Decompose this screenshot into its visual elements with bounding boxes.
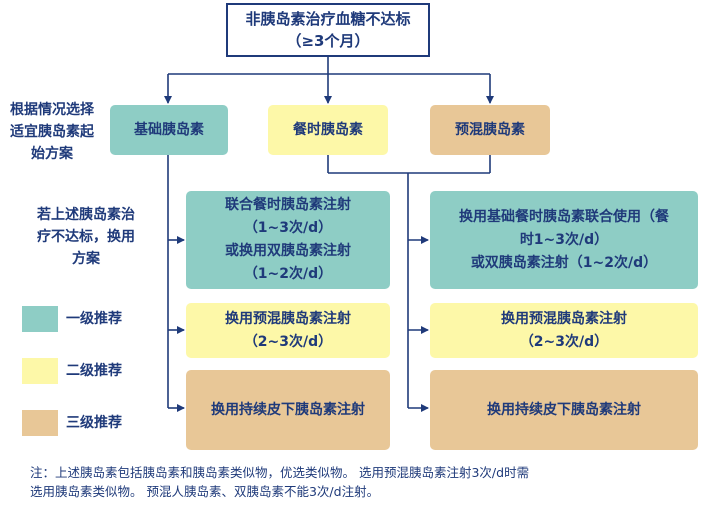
right-option-level1-line1: 换用基础餐时胰岛素联合使用（餐: [459, 208, 669, 225]
left-option-level1-line2: （1~3次/d）: [243, 220, 333, 236]
option-prandial-label: 餐时胰岛素: [293, 121, 363, 138]
legend-label-level1: 一级推荐: [66, 311, 122, 327]
note-choose-start-line1: 根据情况选择: [10, 102, 94, 118]
note-choose-start-line2: 适宜胰岛素起: [10, 124, 94, 140]
right-option-level3-line1: 换用持续皮下胰岛素注射: [487, 401, 641, 418]
option-basal-label: 基础胰岛素: [134, 121, 204, 138]
legend-swatch-level1: [22, 306, 58, 332]
note-switch-line1: 若上述胰岛素治: [37, 207, 135, 223]
left-option-level3: 换用持续皮下胰岛素注射: [186, 370, 390, 450]
legend-swatch-level2: [22, 358, 58, 384]
start-condition-line2: （≥3个月）: [286, 32, 370, 50]
option-basal: 基础胰岛素: [110, 105, 228, 155]
left-option-level1-line3: 或换用双胰岛素注射: [225, 243, 351, 259]
right-option-level3: 换用持续皮下胰岛素注射: [430, 370, 698, 450]
left-option-level1-line1: 联合餐时胰岛素注射: [225, 197, 351, 213]
footnote-line1: 注：上述胰岛素包括胰岛素和胰岛素类似物，优选类似物。 选用预混胰岛素注射3次/d…: [30, 465, 530, 480]
option-premixed: 预混胰岛素: [430, 105, 550, 155]
note-choose-start: 根据情况选择 适宜胰岛素起 始方案: [2, 99, 102, 165]
start-condition-box: 非胰岛素治疗血糖不达标 （≥3个月）: [226, 3, 430, 57]
left-option-level2-line2: （2~3次/d）: [243, 333, 333, 350]
right-option-level1-line2: 时1~3次/d）: [519, 231, 609, 248]
note-switch-regimen: 若上述胰岛素治 疗不达标，换用 方案: [22, 204, 150, 270]
left-option-level2-line1: 换用预混胰岛素注射: [225, 310, 351, 327]
legend-label-level2: 二级推荐: [66, 363, 122, 379]
left-option-level3-line1: 换用持续皮下胰岛素注射: [211, 401, 365, 418]
footnote-line2: 选用胰岛素类似物。 预混人胰岛素、双胰岛素不能3次/d注射。: [30, 484, 380, 499]
right-option-level2-line2: （2~3次/d）: [519, 333, 609, 350]
note-switch-line2: 疗不达标，换用: [37, 229, 135, 245]
left-option-level1-line4: （1~2次/d）: [243, 266, 333, 282]
right-option-level2: 换用预混胰岛素注射 （2~3次/d）: [430, 303, 698, 358]
left-option-level2: 换用预混胰岛素注射 （2~3次/d）: [186, 303, 390, 358]
left-option-level1: 联合餐时胰岛素注射 （1~3次/d） 或换用双胰岛素注射 （1~2次/d）: [186, 191, 390, 289]
right-option-level1: 换用基础餐时胰岛素联合使用（餐 时1~3次/d） 或双胰岛素注射（1~2次/d）: [430, 191, 698, 289]
footnote: 注：上述胰岛素包括胰岛素和胰岛素类似物，优选类似物。 选用预混胰岛素注射3次/d…: [30, 463, 690, 501]
option-prandial: 餐时胰岛素: [268, 105, 388, 155]
right-option-level2-line1: 换用预混胰岛素注射: [501, 310, 627, 327]
legend-label-level3: 三级推荐: [66, 415, 122, 431]
note-switch-line3: 方案: [72, 251, 100, 267]
right-option-level1-line3: 或双胰岛素注射（1~2次/d）: [470, 254, 658, 271]
option-premixed-label: 预混胰岛素: [455, 121, 525, 138]
note-choose-start-line3: 始方案: [31, 146, 73, 162]
start-condition-line1: 非胰岛素治疗血糖不达标: [245, 10, 411, 28]
legend-swatch-level3: [22, 410, 58, 436]
